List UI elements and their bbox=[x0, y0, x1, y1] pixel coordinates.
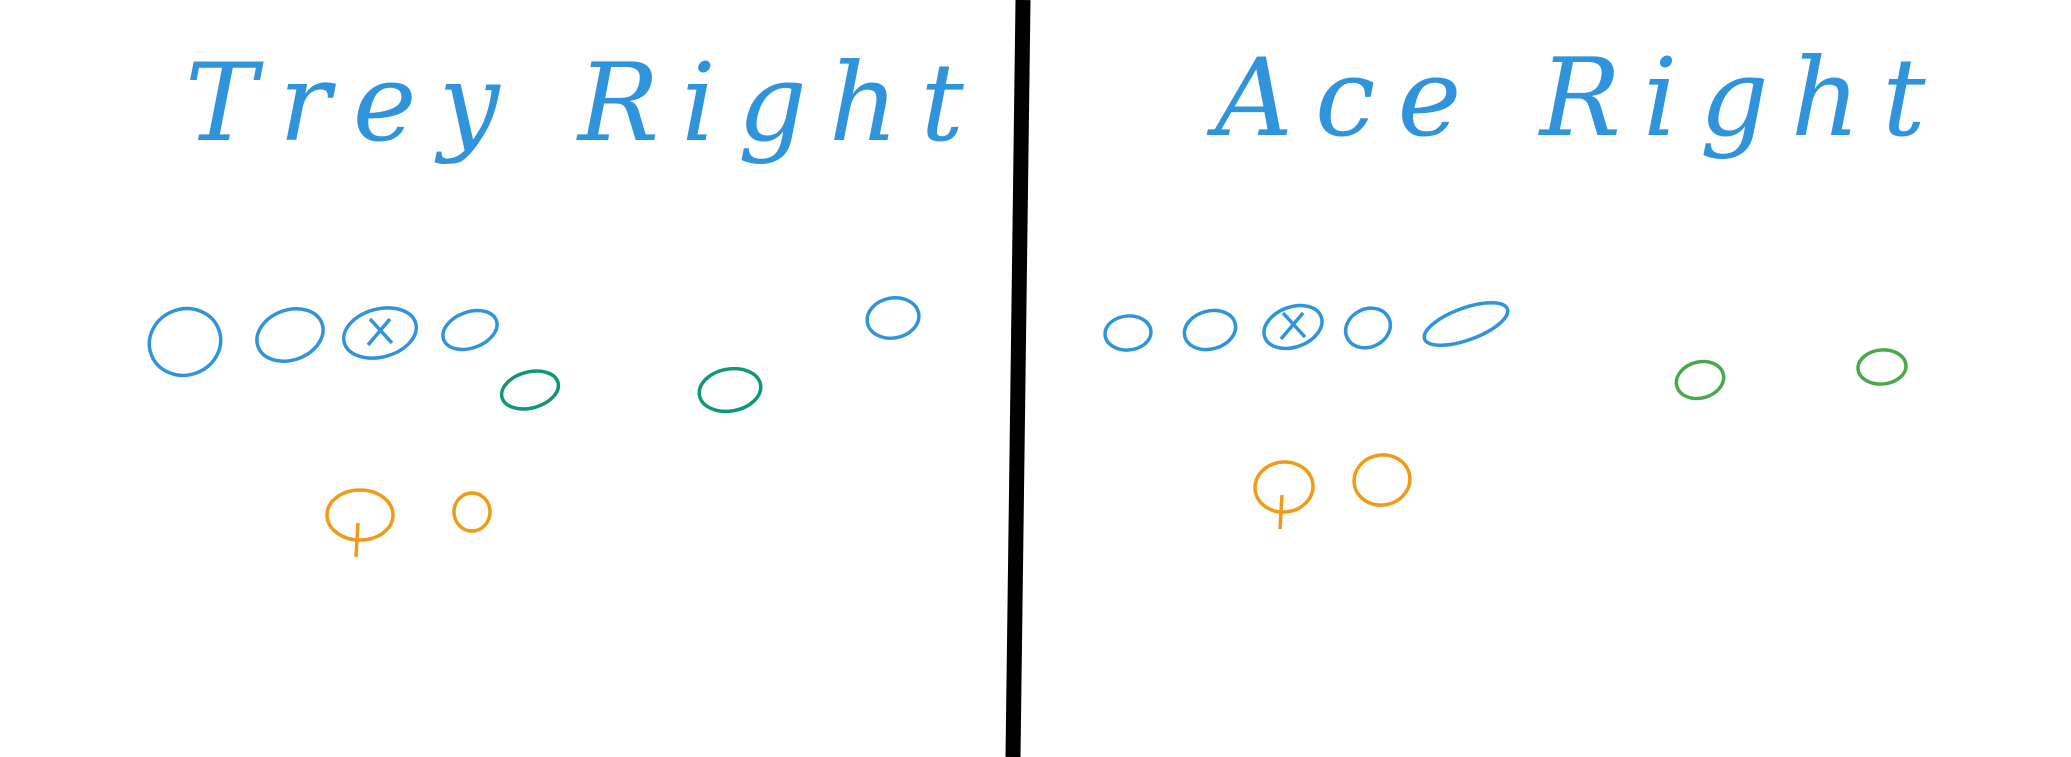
player-circle bbox=[325, 488, 395, 542]
player-circle bbox=[1253, 460, 1315, 514]
player-mark-lineman bbox=[1422, 300, 1510, 348]
player-circle bbox=[147, 306, 223, 378]
player-mark-back bbox=[1352, 453, 1412, 507]
player-circle bbox=[255, 307, 325, 363]
player-mark-lineman bbox=[1103, 314, 1153, 352]
player-mark-quarterback bbox=[1253, 460, 1315, 530]
player-mark-tight-end bbox=[499, 369, 561, 411]
formation-right bbox=[1103, 300, 1908, 530]
player-mark-lineman bbox=[441, 308, 499, 352]
player-mark-lineman bbox=[1182, 308, 1238, 352]
player-mark-quarterback bbox=[325, 488, 395, 558]
player-mark-back bbox=[452, 491, 492, 533]
center-x-mark bbox=[366, 317, 394, 347]
player-circle bbox=[865, 296, 921, 340]
player-mark-center bbox=[1262, 303, 1324, 351]
player-mark-receiver bbox=[865, 296, 921, 340]
formation-left bbox=[147, 296, 921, 558]
player-mark-receiver bbox=[1674, 359, 1726, 401]
player-circle bbox=[1182, 308, 1238, 352]
player-circle bbox=[341, 306, 419, 360]
quarterback-tail-mark bbox=[354, 522, 360, 558]
player-circle bbox=[697, 366, 763, 414]
panel-divider bbox=[1005, 0, 1031, 757]
player-mark-lineman bbox=[1343, 306, 1393, 350]
player-mark-lineman bbox=[255, 307, 325, 363]
player-circle bbox=[1674, 359, 1726, 401]
player-circle bbox=[441, 308, 499, 352]
player-mark-lineman bbox=[147, 306, 223, 378]
player-circle bbox=[1352, 453, 1412, 507]
center-x-mark bbox=[1279, 311, 1307, 341]
quarterback-tail-mark bbox=[1278, 494, 1284, 530]
player-circle bbox=[1262, 303, 1324, 351]
panel-title-left: Trey Right bbox=[185, 41, 986, 166]
player-mark-receiver bbox=[697, 366, 763, 414]
player-circle bbox=[1422, 300, 1510, 348]
player-circle bbox=[499, 369, 561, 411]
player-mark-receiver bbox=[1856, 348, 1908, 386]
player-circle bbox=[1343, 306, 1393, 350]
player-circle bbox=[452, 491, 492, 533]
player-circle bbox=[1856, 348, 1908, 386]
player-mark-center bbox=[341, 306, 419, 360]
player-circle bbox=[1103, 314, 1153, 352]
panel-title-right: Ace Right bbox=[1206, 36, 1948, 161]
